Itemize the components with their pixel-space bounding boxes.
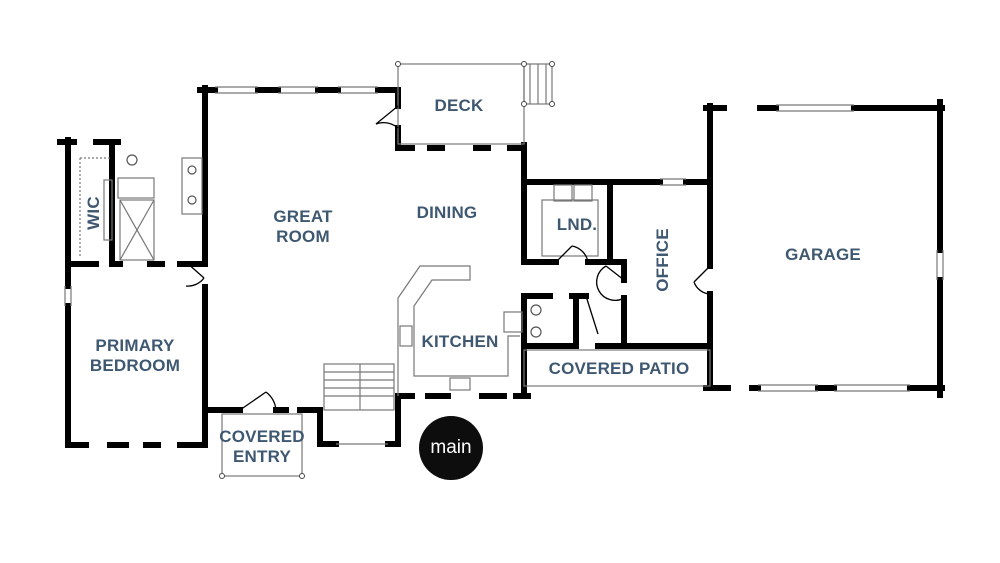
room-label-kitchen: KITCHEN	[421, 332, 499, 351]
room-label-wic: WIC	[84, 196, 103, 230]
thin-lines	[64, 63, 944, 477]
level-badge: main	[419, 416, 483, 480]
room-label-garage: GARAGE	[785, 245, 861, 264]
room-label-deck: DECK	[434, 96, 484, 115]
door-swings	[185, 105, 711, 411]
room-label-office: OFFICE	[653, 228, 672, 292]
posts	[219, 61, 555, 479]
room-label-dining: DINING	[416, 203, 478, 222]
room-label-laundry: LND.	[556, 215, 598, 234]
walls	[57, 85, 945, 448]
fixtures	[126, 154, 542, 338]
room-label-covered-patio: COVERED PATIO	[548, 359, 690, 378]
